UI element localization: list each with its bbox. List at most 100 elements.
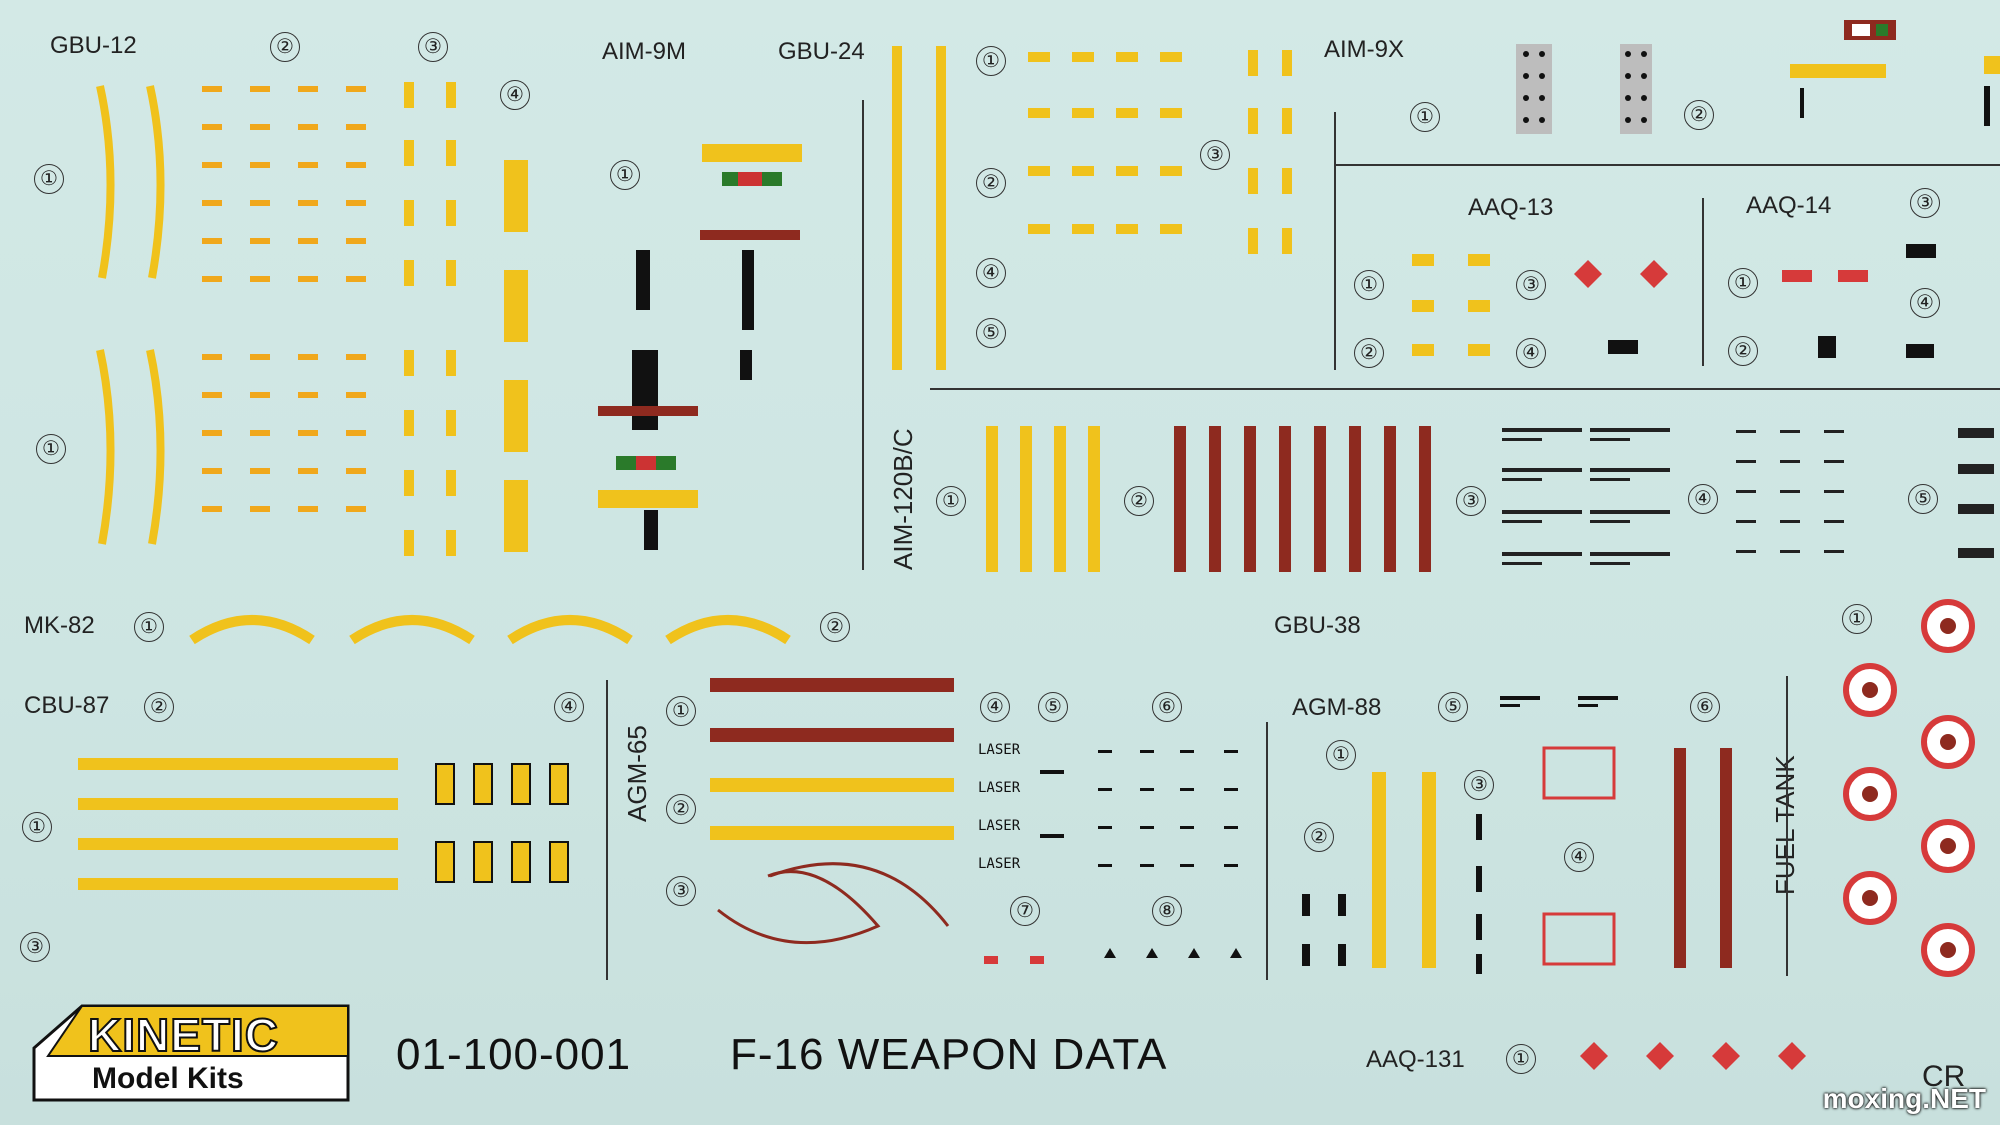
number-8: ⑧ — [1152, 896, 1182, 926]
product-code: 01-100-001 — [396, 1030, 632, 1079]
number-1: ① — [1410, 102, 1440, 132]
divider — [1334, 164, 2000, 166]
gbu12-dash-grid — [202, 86, 366, 512]
label-aaq13: AAQ-13 — [1468, 194, 1554, 221]
label-gbu12: GBU-12 — [50, 32, 137, 59]
aim120-yellow-stripes — [986, 426, 1100, 572]
number-2: ② — [144, 692, 174, 722]
laser-label: LASER — [978, 780, 1021, 796]
number-3: ③ — [20, 932, 50, 962]
logo-brand: KINETIC — [87, 1008, 279, 1062]
number-1: ① — [1728, 268, 1758, 298]
label-cbu87: CBU-87 — [24, 692, 110, 719]
divider — [862, 100, 864, 570]
divider — [1334, 112, 1336, 370]
number-1: ① — [22, 812, 52, 842]
aim9x-stripe — [1790, 20, 2000, 126]
number-2: ② — [976, 168, 1006, 198]
divider — [1702, 198, 1704, 366]
gbu12-glyph-blocks — [504, 160, 528, 552]
number-5: ⑤ — [976, 318, 1006, 348]
number-4: ④ — [1516, 338, 1546, 368]
gbu24-ticks — [1248, 50, 1292, 254]
number-3: ③ — [418, 32, 448, 62]
number-2: ② — [1728, 336, 1758, 366]
label-aaq14: AAQ-14 — [1746, 192, 1832, 219]
number-3: ③ — [1516, 270, 1546, 300]
number-1: ① — [134, 612, 164, 642]
label-cr: CR — [1922, 1060, 1966, 1093]
gbu12-ticks — [404, 82, 456, 556]
number-2: ② — [820, 612, 850, 642]
label-gbu38: GBU-38 — [1274, 612, 1361, 639]
agm65-small-markings — [984, 750, 1242, 964]
aim120-red-stripes — [1174, 426, 1431, 572]
label-agm88: AGM-88 — [1292, 694, 1382, 721]
aaq14-decals — [1782, 244, 1936, 358]
gbu24-stripe — [936, 46, 946, 370]
laser-label: LASER — [978, 742, 1021, 758]
number-5: ⑤ — [1038, 692, 1068, 722]
aaq131-diamonds — [1580, 1042, 1806, 1070]
number-7: ⑦ — [1010, 896, 1040, 926]
number-4: ④ — [976, 258, 1006, 288]
number-3: ③ — [1456, 486, 1486, 516]
agm65-stripes — [710, 678, 954, 945]
number-1: ① — [1506, 1044, 1536, 1074]
number-3: ③ — [666, 876, 696, 906]
mk82-arcs — [189, 615, 791, 645]
number-3: ③ — [1464, 770, 1494, 800]
number-2: ② — [1124, 486, 1154, 516]
number-1: ① — [1842, 604, 1872, 634]
aim120-data-blocks — [1502, 428, 1994, 565]
number-4: ④ — [1688, 484, 1718, 514]
number-1: ① — [976, 46, 1006, 76]
divider — [930, 388, 2000, 390]
sheet-title: F-16 WEAPON DATA — [730, 1030, 1168, 1079]
label-mk82: MK-82 — [24, 612, 95, 639]
label-agm65: AGM-65 — [622, 725, 652, 822]
divider — [1786, 676, 1788, 976]
number-2: ② — [1354, 338, 1384, 368]
number-4: ④ — [1910, 288, 1940, 318]
number-1: ① — [36, 434, 66, 464]
label-aim120: AIM-120B/C — [888, 428, 918, 570]
logo-frame — [32, 1004, 350, 1102]
number-1: ① — [1354, 270, 1384, 300]
number-2: ② — [666, 794, 696, 824]
number-6: ⑥ — [1690, 692, 1720, 722]
cbu87-blocks — [435, 763, 569, 883]
agm88-markings — [1302, 696, 1732, 974]
number-3: ③ — [1200, 140, 1230, 170]
logo-subtitle: Model Kits — [92, 1062, 244, 1095]
gbu12-curved-stripes — [96, 85, 165, 545]
number-1: ① — [936, 486, 966, 516]
cbu87-stripes — [78, 758, 398, 890]
divider — [1266, 722, 1268, 980]
aim9x-panels — [1516, 44, 1652, 134]
gbu24-dashes — [1028, 52, 1182, 234]
label-aaq131: AAQ-131 — [1366, 1046, 1465, 1073]
number-1: ① — [1326, 740, 1356, 770]
number-1: ① — [34, 164, 64, 194]
laser-label: LASER — [978, 818, 1021, 834]
kinetic-logo: KINETIC Model Kits — [32, 1002, 350, 1102]
gbu24-stripe — [892, 46, 902, 370]
number-4: ④ — [1564, 842, 1594, 872]
label-aim9x: AIM-9X — [1324, 36, 1405, 63]
aim9m-decals — [598, 144, 802, 550]
laser-label: LASER — [978, 856, 1021, 872]
label-aim9m: AIM-9M — [602, 38, 686, 65]
number-2: ② — [270, 32, 300, 62]
number-5: ⑤ — [1908, 484, 1938, 514]
number-2: ② — [1304, 822, 1334, 852]
label-gbu24: GBU-24 — [778, 38, 865, 65]
number-4: ④ — [554, 692, 584, 722]
aaq13-decals — [1412, 254, 1668, 356]
divider — [606, 680, 608, 980]
number-4: ④ — [980, 692, 1010, 722]
number-5: ⑤ — [1438, 692, 1468, 722]
target-roundels — [1843, 599, 1975, 977]
watermark: moxing.NET — [1822, 1083, 1986, 1114]
